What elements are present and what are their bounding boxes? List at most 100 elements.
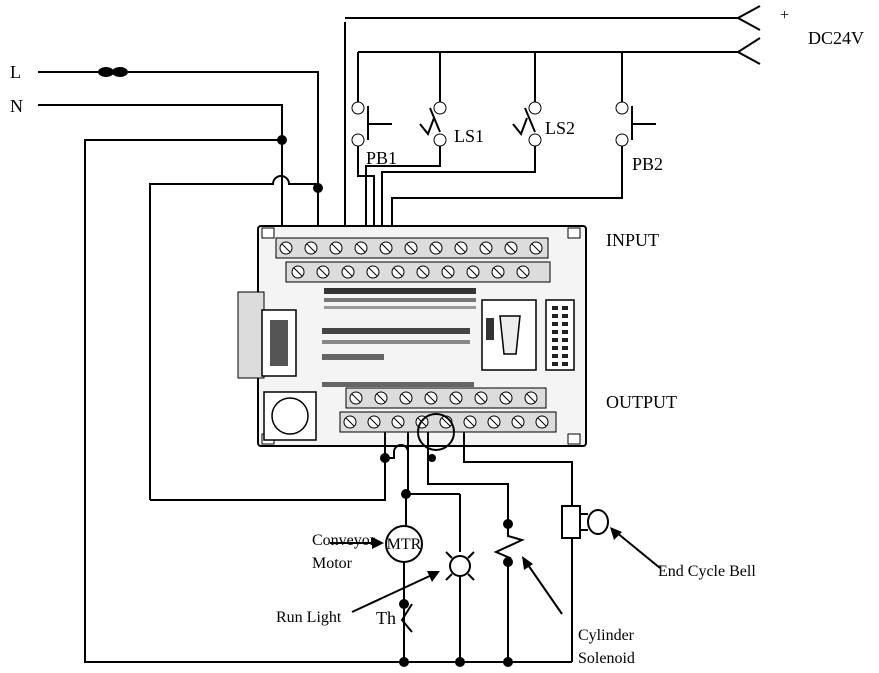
- motor-label-2: Motor: [312, 555, 353, 572]
- terminal-screw-slot: [526, 393, 536, 403]
- pb2-contact: [615, 101, 629, 115]
- motor-arrow-head: [372, 537, 384, 549]
- terminal-screw-slot: [506, 243, 516, 253]
- terminal-screw-slot: [501, 393, 511, 403]
- pb1-label: PB1: [366, 148, 397, 168]
- fuse-icon: [98, 67, 114, 77]
- junction-dot: [503, 657, 513, 667]
- terminal-screw-slot: [376, 393, 386, 403]
- output-wiring: [380, 413, 573, 552]
- terminal-screw-slot: [451, 393, 461, 403]
- thermal-contact-icon: [400, 603, 413, 662]
- input-label: INPUT: [606, 230, 659, 250]
- terminal-screw-slot: [493, 267, 503, 277]
- terminal-screw-slot: [426, 393, 436, 403]
- junction-dot: [277, 135, 287, 145]
- ls1-label: LS1: [454, 126, 484, 146]
- ls2-wire: [381, 146, 536, 245]
- neutral-wire: [38, 104, 283, 245]
- terminal-screw-slot: [318, 267, 328, 277]
- terminal-screw-slot: [537, 417, 547, 427]
- bell-arrow: [615, 531, 661, 569]
- model-text-block: [322, 328, 470, 334]
- terminal-screw-slot: [456, 243, 466, 253]
- expansion-pin: [562, 322, 568, 326]
- ac-supply: L N: [10, 62, 572, 663]
- pb1-contact: [351, 101, 365, 115]
- ls2-contact: [528, 133, 542, 147]
- bell-body-icon: [561, 505, 581, 539]
- terminal-screw-slot: [345, 417, 355, 427]
- pb2-contact: [615, 133, 629, 147]
- junction-dot: [313, 183, 323, 193]
- output-highlight-ring: [417, 413, 455, 451]
- terminal-screw-slot: [356, 243, 366, 253]
- expansion-pin: [552, 362, 558, 366]
- solenoid-arrow: [525, 561, 563, 615]
- output-terminal-block: [339, 387, 557, 433]
- rs232-label-block: [486, 318, 494, 340]
- line-feed-wire: [128, 71, 319, 245]
- terminal-screw-slot: [281, 243, 291, 253]
- mount-hole: [261, 227, 275, 239]
- terminal-screw-slot: [443, 267, 453, 277]
- bell-mount: [580, 513, 588, 531]
- expansion-pin: [562, 338, 568, 342]
- pb2-label: PB2: [632, 154, 663, 174]
- terminal-screw-slot: [351, 393, 361, 403]
- dc-voltage-label: DC24V: [808, 28, 864, 48]
- terminal-screw-slot: [381, 243, 391, 253]
- expansion-pin: [552, 338, 558, 342]
- motor-symbol: MTR: [387, 536, 422, 553]
- terminal-screw-slot: [293, 267, 303, 277]
- expansion-pin: [562, 354, 568, 358]
- ls2-contact: [528, 101, 542, 115]
- terminal-screw-slot: [393, 417, 403, 427]
- expansion-pin: [552, 322, 558, 326]
- terminal-screw-slot: [489, 417, 499, 427]
- battery-icon: [271, 397, 309, 435]
- terminal-screw-slot: [481, 243, 491, 253]
- bell-feed: [463, 432, 573, 506]
- cylinder-label-2: Solenoid: [578, 650, 635, 667]
- dc-plus-label: +: [780, 7, 789, 24]
- expansion-pin: [562, 362, 568, 366]
- terminal-screw-slot: [406, 243, 416, 253]
- expansion-connector: [545, 299, 575, 371]
- db9-connector-icon: [499, 315, 521, 355]
- bell-icon: [587, 509, 609, 535]
- pb2-wire: [391, 146, 623, 245]
- junction-dot: [399, 657, 409, 667]
- terminal-screw-slot: [343, 267, 353, 277]
- motor-label-1: Conveyor: [312, 532, 376, 549]
- neutral-label: N: [10, 96, 23, 116]
- output-terminal-row-top: [345, 387, 547, 409]
- ls1-wire: [365, 146, 441, 245]
- expansion-port: [237, 291, 265, 379]
- terminal-screw-slot: [418, 267, 428, 277]
- expansion-pin: [552, 354, 558, 358]
- ls1-contact: [433, 133, 447, 147]
- run-light-arrow: [351, 573, 435, 613]
- dc-minus-terminal-icon: [736, 37, 761, 65]
- terminal-screw-slot: [513, 417, 523, 427]
- mount-hole: [567, 227, 581, 239]
- output-common-wire-bottom: [150, 460, 386, 501]
- light-rays-icon: [445, 551, 475, 581]
- output-label: OUTPUT: [606, 392, 677, 412]
- ls2-label: LS2: [545, 118, 575, 138]
- expansion-pin: [552, 314, 558, 318]
- expansion-pin: [562, 314, 568, 318]
- cylinder-label-1: Cylinder: [578, 627, 635, 644]
- terminal-screw-slot: [306, 243, 316, 253]
- junction-dot: [428, 454, 436, 462]
- terminal-screw-slot: [518, 267, 528, 277]
- expansion-pin: [552, 306, 558, 310]
- bell-arrow-head: [610, 527, 622, 540]
- terminal-screw-slot: [369, 417, 379, 427]
- run-light-arrow-head: [427, 571, 440, 582]
- expansion-pin: [562, 306, 568, 310]
- output-devices: MTR Th Conveyor Motor Run Light Cylinder…: [276, 505, 756, 667]
- model-text-block: [322, 382, 474, 387]
